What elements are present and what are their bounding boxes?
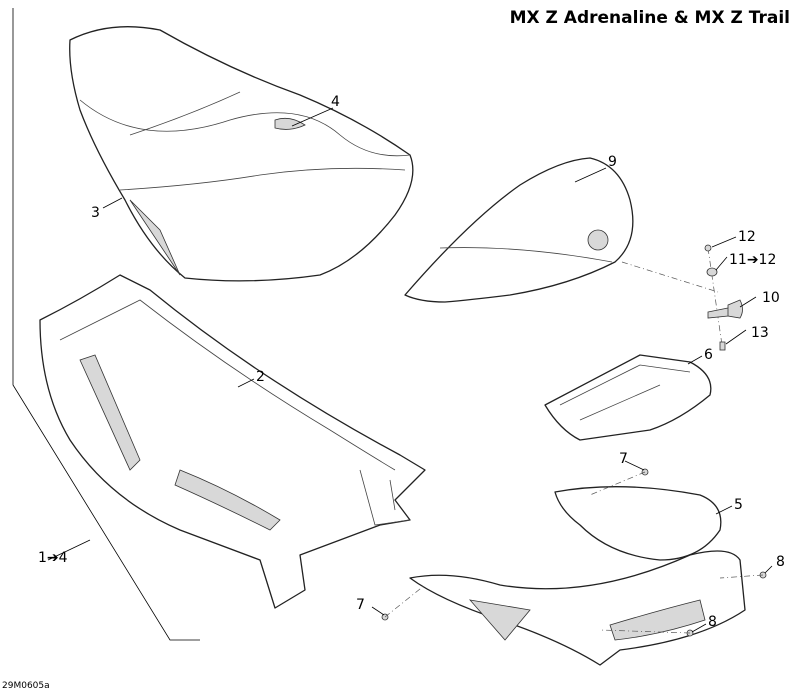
callout-4: 4 [331, 94, 340, 110]
fastener-axes [384, 471, 764, 634]
fastener-axis [707, 247, 723, 346]
callout-8-right: 8 [776, 554, 785, 570]
bushing-11 [706, 267, 718, 277]
part-top-cover [404, 157, 634, 303]
callout-7-top: 7 [619, 451, 628, 467]
part-side-panel [409, 486, 746, 666]
callout-8-bottom: 8 [708, 614, 717, 630]
callout-11-12: 11➔12 [729, 252, 776, 268]
callout-2: 2 [256, 369, 265, 385]
assembly-bracket [12, 8, 200, 641]
callout-5: 5 [734, 497, 743, 513]
part-tray [544, 354, 712, 441]
callout-12: 12 [738, 229, 756, 245]
callout-10: 10 [762, 290, 780, 306]
screw-13 [719, 341, 726, 351]
callout-3: 3 [91, 205, 100, 221]
callout-9: 9 [608, 154, 617, 170]
nut-12 [704, 244, 712, 252]
leader-line [621, 261, 719, 293]
callout-7-bottom: 7 [356, 597, 365, 613]
callout-1-4: 1➔4 [38, 550, 68, 566]
part-seat-base [39, 274, 426, 609]
diagram-title: MX Z Adrenaline & MX Z Trail [510, 8, 790, 28]
diagram-code: 29M0605a [2, 681, 50, 691]
callout-leaders [47, 107, 773, 633]
latch-10 [707, 299, 743, 319]
part-seat [69, 26, 414, 282]
callout-13: 13 [751, 325, 769, 341]
callout-6: 6 [704, 347, 713, 363]
